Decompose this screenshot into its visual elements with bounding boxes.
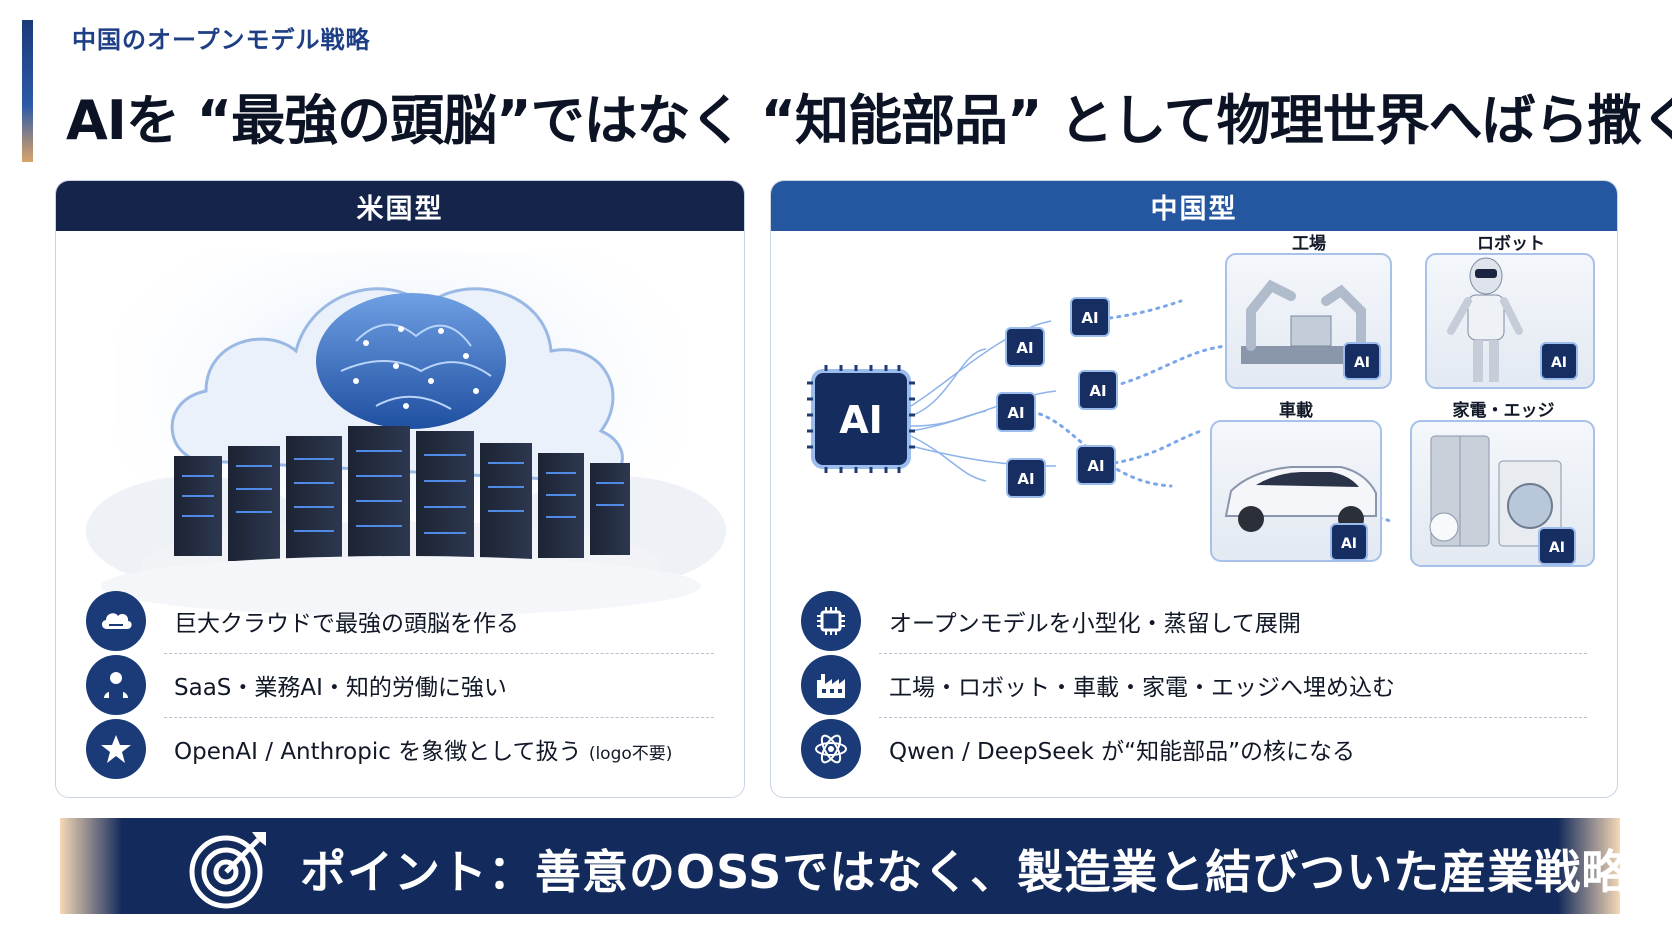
- kicker: 中国のオープンモデル戦略: [72, 26, 371, 54]
- factory-icon: [801, 655, 861, 715]
- chip-label: AI: [1007, 404, 1024, 422]
- small-ai-chips: AI AI AI AI AI AI: [996, 297, 1118, 498]
- list-item: Qwen / DeepSeek が“知能部品”の核になる: [801, 717, 1587, 781]
- tile-label-appliance: 家電・エッジ: [1452, 401, 1555, 421]
- tile-robot: AI: [1425, 253, 1595, 389]
- accent-bar: [22, 20, 33, 162]
- page-title: AIを “最強の頭脳”ではなく “知能部品” として物理世界へばら撒く。: [66, 89, 1672, 152]
- chip-label: AI: [1551, 355, 1567, 371]
- list-item: OpenAI / Anthropic を象徴として扱う (logo不要): [86, 717, 714, 781]
- us-panel-title: 米国型: [56, 181, 744, 231]
- footer-banner: ポイント：善意のOSSではなく、製造業と結びついた産業戦略: [60, 818, 1627, 914]
- list-item: オープンモデルを小型化・蒸留して展開: [801, 589, 1587, 653]
- atom-icon: [801, 719, 861, 779]
- cn-panel: 中国型: [770, 180, 1618, 798]
- list-item: 工場・ロボット・車載・家電・エッジへ埋め込む: [801, 653, 1587, 717]
- chip-label: AI: [1549, 540, 1565, 556]
- factory-robot-arm-icon: [1241, 279, 1371, 364]
- tile-label-factory: 工場: [1292, 234, 1326, 254]
- office-worker-icon: [86, 655, 146, 715]
- cn-point-text: オープンモデルを小型化・蒸留して展開: [889, 611, 1301, 637]
- us-point-text: OpenAI / Anthropic を象徴として扱う (logo不要): [174, 732, 672, 766]
- star-icon: [86, 719, 146, 779]
- chip-label: AI: [1089, 382, 1106, 400]
- tile-appliance: AI: [1410, 420, 1595, 567]
- tile-label-robot: ロボット: [1477, 234, 1545, 254]
- chip-icon: [801, 591, 861, 651]
- us-points-list: 巨大クラウドで最強の頭脳を作る SaaS・業務AI・知的労働に強い OpenAI…: [86, 589, 714, 781]
- chip-label: AI: [1016, 339, 1033, 357]
- chip-label: AI: [1017, 470, 1034, 488]
- cn-points-list: オープンモデルを小型化・蒸留して展開 工場・ロボット・車載・家電・エッジへ埋め込…: [801, 589, 1587, 781]
- distributed-ai-diagram-svg: AI AI AI AI AI AI AI AI: [807, 253, 1595, 567]
- us-point-note: (logo不要): [588, 744, 673, 764]
- cn-point-text: 工場・ロボット・車載・家電・エッジへ埋め込む: [889, 675, 1395, 701]
- cn-point-text: Qwen / DeepSeek が“知能部品”の核になる: [889, 739, 1355, 765]
- cloud-brain-icon: [86, 251, 726, 616]
- hub-chip-label: AI: [839, 398, 883, 442]
- footer-text: ポイント：善意のOSSではなく、製造業と結びついた産業戦略: [300, 845, 1629, 899]
- tile-car: AI: [1210, 420, 1382, 562]
- list-item: SaaS・業務AI・知的労働に強い: [86, 653, 714, 717]
- us-point-text: 巨大クラウドで最強の頭脳を作る: [174, 611, 519, 637]
- hub-ai-chip: AI: [807, 365, 915, 473]
- humanoid-robot-icon: [1447, 257, 1523, 382]
- list-item: 巨大クラウドで最強の頭脳を作る: [86, 589, 714, 653]
- chip-label: AI: [1087, 457, 1104, 475]
- us-point-text: SaaS・業務AI・知的労働に強い: [174, 675, 507, 701]
- cn-panel-title: 中国型: [771, 181, 1617, 231]
- tile-factory: AI: [1225, 253, 1392, 389]
- chip-label: AI: [1081, 309, 1098, 327]
- home-appliance-icon: [1429, 435, 1562, 547]
- target-icon: [186, 826, 272, 912]
- us-point-text-main: OpenAI / Anthropic を象徴として扱う: [174, 739, 582, 765]
- chip-label: AI: [1354, 355, 1370, 371]
- chip-label: AI: [1341, 536, 1357, 552]
- cloud-brain-illustration: [56, 231, 744, 766]
- us-panel: 米国型: [55, 180, 745, 798]
- distributed-ai-diagram: AI AI AI AI AI AI AI AI: [771, 231, 1617, 766]
- car-icon: [1224, 466, 1377, 532]
- cloud-icon: [86, 591, 146, 651]
- tile-label-car: 車載: [1279, 401, 1313, 421]
